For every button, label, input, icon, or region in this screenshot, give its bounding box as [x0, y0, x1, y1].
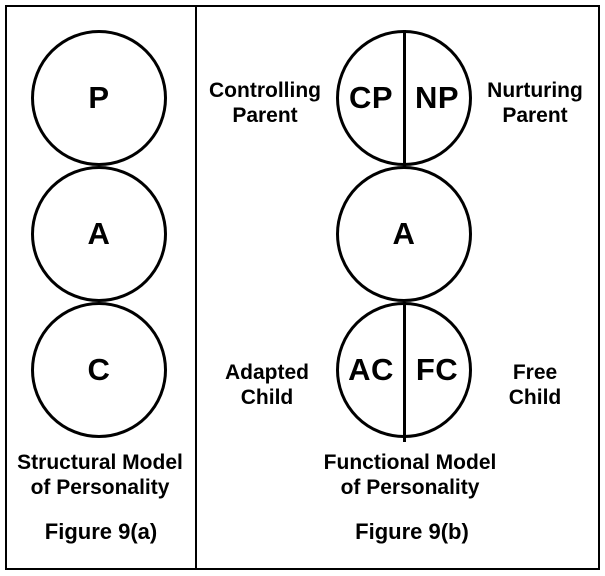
panel-divider-line — [195, 5, 197, 570]
free-child-letter: FC — [415, 352, 459, 387]
outer-border — [5, 5, 600, 570]
nurturing-parent-letter: NP — [414, 80, 460, 115]
parent-circle-split-line — [403, 30, 406, 168]
figure-9b-caption: Figure 9(b) — [355, 519, 469, 544]
controlling-parent-letter: CP — [348, 80, 394, 115]
parent-letter: P — [88, 80, 110, 115]
figure-9a-caption: Figure 9(a) — [44, 519, 158, 544]
adult-letter: A — [87, 216, 111, 251]
functional-adult-letter: A — [392, 216, 416, 251]
structural-parent-circle: P — [31, 30, 167, 166]
nurturing-parent-label: Nurturing Parent — [487, 79, 583, 127]
child-letter: C — [87, 352, 111, 387]
structural-adult-circle: A — [31, 166, 167, 302]
adapted-child-label: Adapted Child — [225, 361, 309, 409]
adapted-child-letter: AC — [348, 352, 394, 387]
structural-model-title: Structural Model of Personality — [17, 451, 183, 499]
free-child-label: Free Child — [508, 361, 562, 409]
functional-adult-circle: A — [336, 166, 472, 302]
structural-child-circle: C — [31, 302, 167, 438]
functional-model-title: Functional Model of Personality — [323, 451, 497, 499]
controlling-parent-label: Controlling Parent — [209, 79, 321, 127]
child-circle-split-line — [403, 302, 406, 442]
